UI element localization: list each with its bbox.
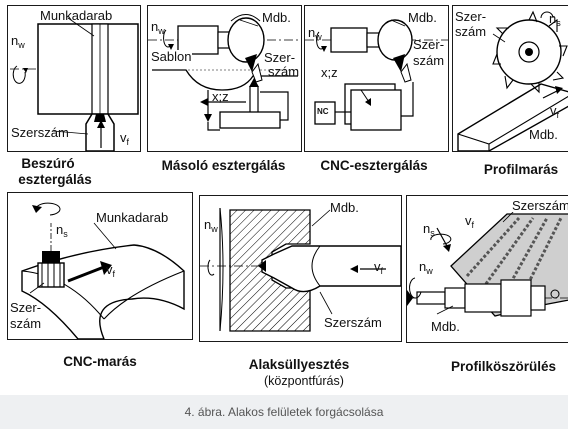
countersinking-illustration <box>200 207 401 332</box>
label-nw: nw <box>308 26 322 42</box>
nw-symbol: n <box>419 259 427 274</box>
panel-profile-milling: Szer- szám ns vf Mdb. <box>452 5 568 152</box>
vf-subscript: f <box>126 137 130 147</box>
label-tool-line2: szám <box>10 316 42 331</box>
grooving-illustration <box>10 17 140 151</box>
grinding-workpiece <box>416 279 546 317</box>
caption-profile-grinding: Profilköszörülés <box>451 359 557 374</box>
label-tool-line2: szám <box>413 53 445 68</box>
vf-subscript: f <box>556 110 560 120</box>
nw-subscript: w <box>426 266 433 276</box>
label-tool-line2: szám <box>268 64 300 79</box>
label-vf: vf <box>374 260 383 276</box>
label-tool-line1: Szer- <box>413 37 445 52</box>
center-drill <box>258 245 401 293</box>
cnc-milling-illustration <box>21 202 185 339</box>
caption-grooving-line2: esztergálás <box>18 171 92 187</box>
label-mdb: Mdb. <box>529 127 558 142</box>
ns-symbol: n <box>423 221 431 236</box>
vf-symbol: v <box>120 130 127 145</box>
ns-subscript: s <box>556 18 561 28</box>
panel-cnc-milling: Munkadarab ns vf Szer- szám <box>7 192 193 340</box>
nw-symbol: n <box>151 19 159 34</box>
label-workpiece: Munkadarab <box>96 210 169 225</box>
ns-subscript: s <box>430 228 435 238</box>
label-mdb: Mdb. <box>262 10 291 25</box>
panel-cnc-turning: Mdb. nw Szer- szám x;z NC <box>304 5 449 152</box>
label-nw: nw <box>11 34 25 50</box>
label-nw: nw <box>204 218 218 234</box>
label-ns: ns <box>549 12 561 28</box>
label-tool-line1: Szer- <box>10 300 42 315</box>
caption-countersinking: Alaksüllyesztés <box>244 357 354 373</box>
vf-subscript: f <box>112 269 116 279</box>
label-mdb: Mdb. <box>431 319 460 334</box>
label-tool-line1: Szer- <box>455 9 487 24</box>
panel-profile-grinding: Szerszám vf ns nw Mdb. <box>406 195 568 343</box>
label-mdb: Mdb. <box>330 200 359 215</box>
nw-subscript: w <box>315 32 322 42</box>
label-workpiece: Munkadarab <box>40 8 113 23</box>
label-vf: vf <box>465 214 474 230</box>
label-tool: Szerszám <box>324 315 382 330</box>
label-nc: NC <box>317 107 329 116</box>
nw-symbol: n <box>308 25 316 40</box>
figure-caption: 4. ábra. Alakos felületek forgácsolása <box>184 405 384 419</box>
ns-subscript: s <box>63 229 68 239</box>
vf-symbol: v <box>106 262 113 277</box>
label-vf: vf <box>120 131 129 147</box>
caption-grooving: Beszúró esztergálás <box>2 156 94 187</box>
vf-symbol: v <box>374 259 381 274</box>
milling-cutter <box>492 10 568 94</box>
caption-countersinking-line1: Alaksüllyesztés <box>248 357 350 372</box>
label-tool: Szerszám <box>11 125 69 140</box>
profile-milling-illustration <box>457 10 568 151</box>
panel-grooving: Munkadarab nw Szerszám vf <box>7 5 141 152</box>
vf-symbol: v <box>550 103 557 118</box>
profile-grinding-illustration <box>407 209 568 317</box>
label-template: Sablon <box>150 49 193 64</box>
label-nw: nw <box>419 260 433 276</box>
caption-grooving-line1: Beszúró <box>21 156 75 171</box>
copy-turning-illustration <box>148 14 301 131</box>
figure-caption-bar: 4. ábra. Alakos felületek forgácsolása <box>0 395 568 429</box>
label-nw: nw <box>151 20 165 36</box>
vf-subscript: f <box>471 220 475 230</box>
end-mill <box>37 223 65 288</box>
label-mdb: Mdb. <box>408 10 437 25</box>
label-vf: vf <box>550 104 559 120</box>
label-tool-line2: szám <box>455 24 487 39</box>
ns-symbol: n <box>549 11 557 26</box>
label-xz: x;z <box>321 65 338 80</box>
panel-copy-turning: Mdb. nw Sablon Szer- szám x;z <box>147 5 302 152</box>
label-xz: x;z <box>212 89 229 104</box>
vf-symbol: v <box>465 213 472 228</box>
figure: Munkadarab nw Szerszám vf Beszúró eszter… <box>0 0 568 395</box>
label-ns: ns <box>423 222 435 238</box>
cnc-turning-illustration <box>305 19 448 131</box>
nw-subscript: w <box>18 40 25 50</box>
ns-symbol: n <box>56 222 64 237</box>
nw-subscript: w <box>211 224 218 234</box>
caption-profile-milling: Profilmarás <box>483 162 559 177</box>
nw-symbol: n <box>204 217 212 232</box>
label-tool-line1: Szer- <box>264 50 296 65</box>
caption-cnc-milling: CNC-marás <box>63 354 137 369</box>
label-tool: Szerszám <box>511 199 568 212</box>
label-vf: vf <box>106 263 115 279</box>
label-ns: ns <box>56 223 68 239</box>
panel-countersinking: Mdb. nw vf Szerszám <box>199 195 402 342</box>
caption-copy-turning: Másoló esztergálás <box>161 158 286 173</box>
caption-countersinking-line2: (központfúrás) <box>264 374 344 388</box>
caption-cnc-turning: CNC-esztergálás <box>320 158 428 173</box>
nw-subscript: w <box>158 26 165 36</box>
vf-subscript: f <box>380 266 384 276</box>
nw-symbol: n <box>11 33 19 48</box>
